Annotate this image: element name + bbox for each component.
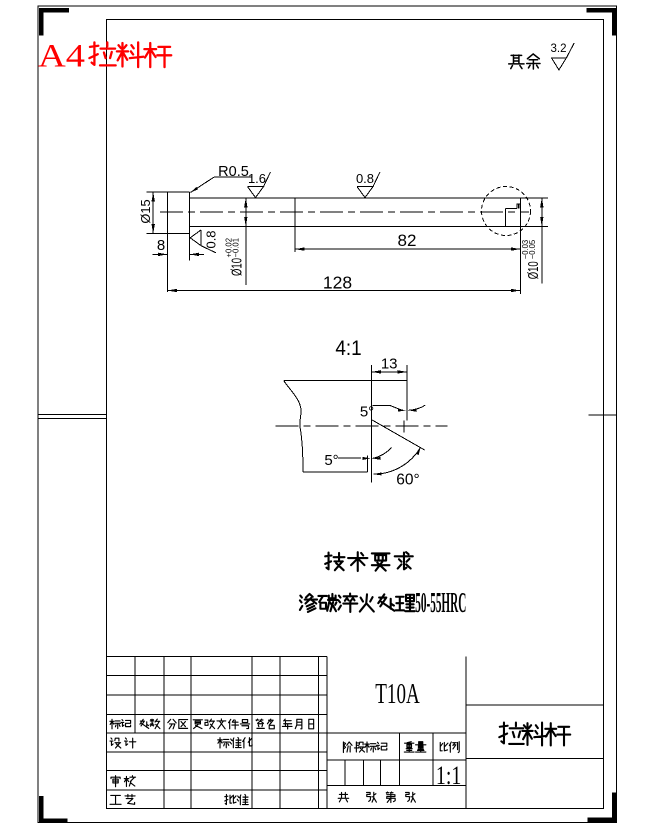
svg-text:1.6: 1.6 bbox=[248, 171, 266, 186]
svg-text:8: 8 bbox=[157, 237, 165, 254]
svg-text:4:1: 4:1 bbox=[335, 337, 361, 360]
svg-text:−0.05: −0.05 bbox=[528, 239, 537, 259]
svg-text:128: 128 bbox=[323, 272, 352, 292]
svg-text:0.8: 0.8 bbox=[203, 230, 218, 248]
svg-text:82: 82 bbox=[398, 231, 417, 250]
svg-text:T10A: T10A bbox=[375, 680, 420, 710]
svg-text:A4: A4 bbox=[38, 39, 85, 75]
svg-text:+0.02: +0.02 bbox=[225, 237, 234, 257]
svg-text:Ø10: Ø10 bbox=[525, 261, 542, 279]
svg-text:5°: 5° bbox=[360, 404, 374, 421]
svg-text:13: 13 bbox=[381, 356, 398, 373]
svg-text:60°: 60° bbox=[396, 471, 419, 488]
svg-text:1:1: 1:1 bbox=[436, 761, 461, 790]
svg-text:Ø15: Ø15 bbox=[138, 199, 153, 223]
svg-text:−0.03: −0.03 bbox=[521, 239, 530, 259]
svg-text:50-55HRC: 50-55HRC bbox=[415, 587, 466, 619]
svg-text:−0.01: −0.01 bbox=[232, 237, 241, 257]
svg-text:Ø10: Ø10 bbox=[229, 258, 246, 276]
svg-text:3.2: 3.2 bbox=[551, 43, 567, 55]
svg-text:0.8: 0.8 bbox=[356, 171, 374, 186]
svg-text:5°: 5° bbox=[324, 452, 338, 469]
svg-text:R0.5: R0.5 bbox=[218, 164, 249, 180]
